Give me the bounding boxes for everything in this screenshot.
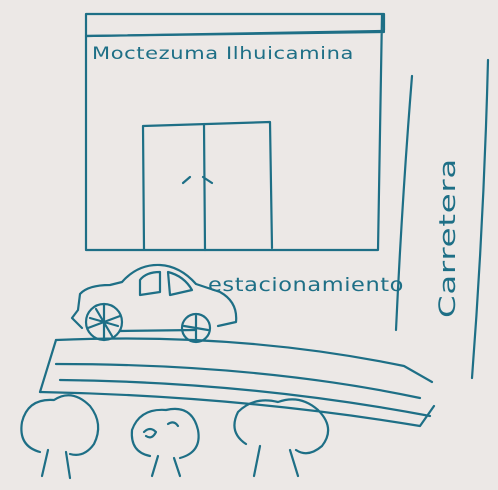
sidewalk-bottom-edge-1	[40, 392, 434, 426]
door	[143, 122, 272, 250]
tree-right-trunk	[254, 446, 298, 476]
sidewalk-top-edge	[56, 338, 432, 382]
tree-middle	[132, 409, 199, 476]
tree-middle-swirls	[144, 422, 178, 437]
sidewalk-bottom-edge-2	[60, 380, 430, 416]
door-handle-left	[183, 177, 190, 183]
tree-middle-trunk	[152, 456, 180, 476]
car-wheel-rear-spokes	[88, 304, 120, 340]
building-label: Moctezuma Ilhuicamina	[92, 44, 354, 64]
tree-left-crown	[21, 395, 98, 455]
road-label: Carretera	[436, 158, 461, 318]
door-frame	[143, 122, 272, 249]
sidewalk-left-edge	[40, 340, 56, 392]
tree-middle-crown	[132, 409, 199, 458]
door-split-line	[204, 124, 205, 250]
tree-left	[21, 395, 98, 478]
road-line-right	[472, 60, 488, 378]
parking-label: estacionamiento	[208, 274, 404, 296]
car-wheel-front-spokes	[184, 316, 208, 340]
tree-left-trunk	[42, 450, 70, 478]
car-window-rear	[140, 272, 160, 295]
